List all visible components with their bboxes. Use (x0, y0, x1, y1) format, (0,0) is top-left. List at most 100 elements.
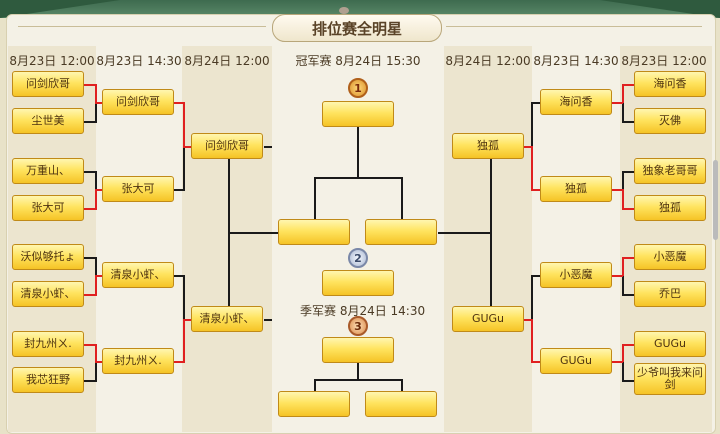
line (531, 189, 541, 191)
second-place-medal-icon: 2 (348, 248, 368, 268)
line (84, 344, 96, 346)
line (95, 344, 97, 362)
player-slot[interactable]: 小恶魔 (540, 262, 612, 288)
third-place-slot[interactable] (322, 337, 394, 363)
player-slot[interactable]: 沃似够托ょ (12, 244, 84, 270)
line (531, 102, 533, 147)
line (622, 294, 634, 296)
player-slot[interactable]: 清泉小虾、 (191, 306, 263, 332)
third-match-slot-left[interactable] (278, 391, 350, 417)
line (95, 189, 97, 210)
line (612, 189, 623, 191)
line (622, 208, 634, 210)
line (95, 102, 104, 104)
player-slot[interactable]: 清泉小虾、 (102, 262, 174, 288)
line (314, 379, 402, 381)
player-slot[interactable]: GUGu (452, 306, 524, 332)
line (622, 84, 624, 103)
player-slot[interactable]: GUGu (634, 331, 706, 357)
player-slot[interactable]: 张大可 (102, 176, 174, 202)
line (524, 319, 532, 321)
player-slot[interactable]: 问剑欣哥 (102, 89, 174, 115)
player-slot[interactable]: 海问香 (540, 89, 612, 115)
line (531, 275, 541, 277)
line (622, 171, 634, 173)
line (622, 380, 634, 382)
line (95, 84, 97, 103)
player-slot[interactable]: 问剑欣哥 (12, 71, 84, 97)
line (95, 257, 97, 276)
line (612, 102, 623, 104)
champion-slot[interactable] (322, 101, 394, 127)
line (622, 362, 624, 382)
runner-up-slot[interactable] (322, 270, 394, 296)
column-left-round3 (182, 46, 272, 432)
line (84, 257, 96, 259)
header-left-round3: 8月24日 12:00 (184, 54, 270, 68)
line (357, 362, 359, 380)
player-slot[interactable]: 封九州ㄨ. (12, 331, 84, 357)
line (531, 319, 533, 363)
header-right-round2: 8月23日 14:30 (533, 54, 619, 68)
player-slot[interactable]: 清泉小虾、 (12, 281, 84, 307)
player-slot[interactable]: 灭佛 (634, 108, 706, 134)
line (95, 189, 104, 191)
line (622, 171, 624, 190)
player-slot[interactable]: 问剑欣哥 (191, 133, 263, 159)
line (622, 344, 624, 362)
line (183, 146, 192, 148)
player-slot[interactable]: 独孤 (634, 195, 706, 221)
header-right-round1: 8月23日 12:00 (621, 54, 707, 68)
first-place-medal-icon: 1 (348, 78, 368, 98)
final-slot-left[interactable] (278, 219, 350, 245)
line (314, 177, 402, 179)
line (401, 177, 403, 219)
player-slot[interactable]: 尘世美 (12, 108, 84, 134)
player-slot[interactable]: 我芯狂野 (12, 367, 84, 393)
line (622, 189, 624, 210)
line (95, 171, 97, 190)
player-slot[interactable]: 独象老哥哥 (634, 158, 706, 184)
line (84, 380, 96, 382)
player-slot[interactable]: 独孤 (452, 133, 524, 159)
player-slot[interactable]: 张大可 (12, 195, 84, 221)
player-slot[interactable]: 独孤 (540, 176, 612, 202)
line (622, 84, 634, 86)
line (524, 146, 532, 148)
player-slot[interactable]: 乔巴 (634, 281, 706, 307)
line (183, 102, 185, 147)
line (622, 344, 634, 346)
line (531, 102, 541, 104)
header-left-round1: 8月23日 12:00 (9, 54, 95, 68)
line (84, 121, 96, 123)
scrollbar[interactable] (713, 160, 718, 240)
line (531, 361, 541, 363)
player-slot[interactable]: 海问香 (634, 71, 706, 97)
line (264, 146, 272, 148)
page-title: 排位赛全明星 (272, 14, 442, 42)
final-slot-right[interactable] (365, 219, 437, 245)
top-decor-strip (0, 0, 720, 18)
player-slot[interactable]: GUGu (540, 348, 612, 374)
line (531, 275, 533, 320)
line (183, 319, 185, 363)
line (622, 103, 624, 123)
title-rule-right (446, 26, 702, 27)
line (438, 232, 492, 234)
player-slot[interactable]: 万重山、 (12, 158, 84, 184)
player-slot[interactable]: 小恶魔 (634, 244, 706, 270)
third-place-medal-icon: 3 (348, 316, 368, 336)
leaf-decor-left (0, 0, 120, 18)
player-slot[interactable]: 封九州ㄨ. (102, 348, 174, 374)
line (95, 103, 97, 123)
line (622, 276, 624, 296)
player-slot[interactable]: 少爷叫我来问剑 (634, 363, 706, 395)
line (314, 379, 316, 391)
line (531, 146, 533, 191)
line (183, 147, 185, 191)
third-match-slot-right[interactable] (365, 391, 437, 417)
line (95, 275, 104, 277)
line (622, 121, 634, 123)
wing-left (339, 7, 349, 14)
line (357, 126, 359, 178)
